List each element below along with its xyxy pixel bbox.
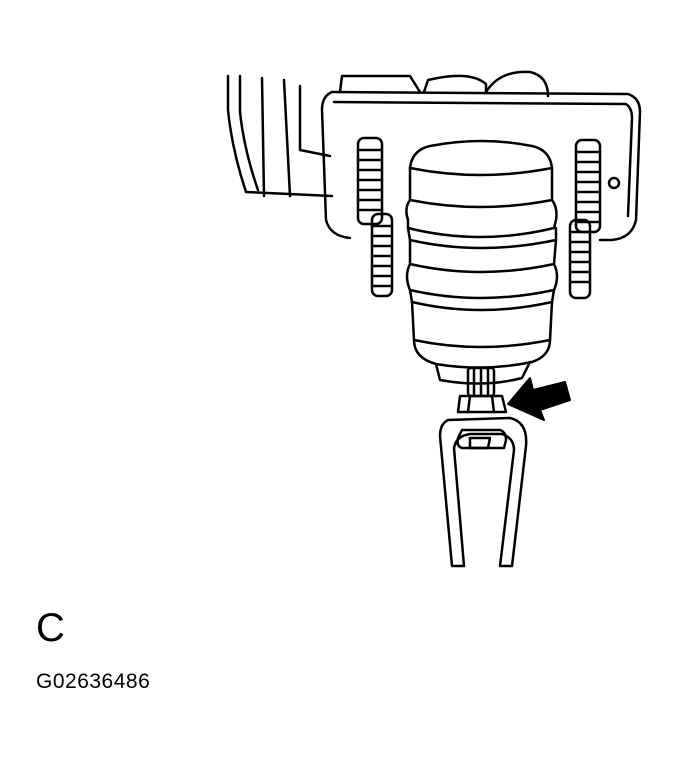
view-letter: C: [36, 606, 65, 650]
stud-right-lower: [568, 218, 592, 300]
wheel-studs: [356, 136, 602, 300]
hub-flange: [320, 90, 642, 242]
stud-left-lower: [370, 212, 394, 298]
hub-bearing-body: [405, 139, 559, 385]
knuckle-housing: [226, 70, 550, 198]
figure-code: G02636486: [36, 670, 151, 693]
stud-right-upper: [574, 138, 602, 234]
axle-nut: [456, 366, 508, 414]
flange-hole: [607, 176, 621, 190]
wrench-tool: [438, 416, 528, 568]
arrow-icon: [507, 377, 571, 421]
stud-left-upper: [356, 136, 384, 226]
